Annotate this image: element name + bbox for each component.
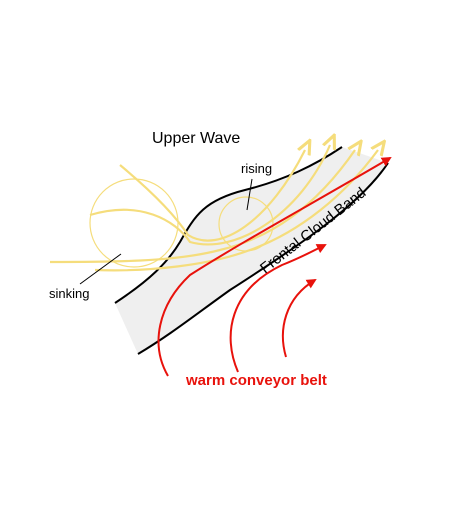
warm-conveyor-belt-arrow-3: [282, 278, 317, 358]
upper-flow-line-4: [94, 150, 378, 272]
upper-wave-label: Upper Wave: [152, 130, 240, 147]
upper-flow-line-3: [49, 150, 355, 264]
warm-conveyor-belt-label: warm conveyor belt: [185, 372, 327, 389]
cloud-band-lower-boundary: [137, 162, 389, 355]
upper-flow-line-2: [89, 145, 330, 246]
warm-conveyor-belt-arrow-1: [157, 156, 392, 377]
cloud-band-upper-boundary: [114, 146, 343, 304]
rising-label: rising: [241, 161, 272, 176]
warm-conveyor-belt-arrow-2: [229, 244, 327, 373]
rising-leader-line: [246, 178, 253, 211]
upper-flow-line-1: [119, 150, 305, 242]
sinking-leader-line: [79, 253, 122, 285]
sinking-label: sinking: [49, 286, 89, 301]
sinking-circle: [89, 178, 179, 268]
